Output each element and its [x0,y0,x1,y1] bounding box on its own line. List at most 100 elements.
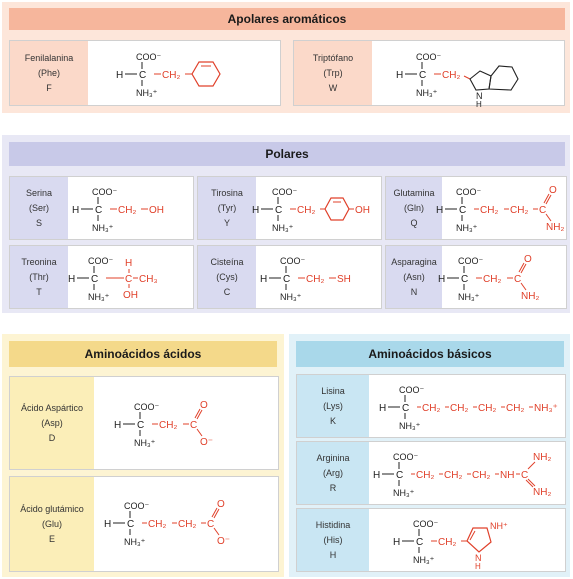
label-asp: Ácido Aspártico (Asp) D [10,377,94,469]
name-gln: Glutamina [393,187,435,198]
basic-header: Aminoácidos básicos [296,341,564,367]
label-his: Histidina (His) H [297,509,369,571]
c-glu: C [207,519,214,530]
amino-group: NH₃⁺ [88,292,110,302]
name-phe: Fenilalanina [24,52,74,63]
alpha-hydrogen: H [438,274,445,285]
alpha-carbon: C [459,205,466,216]
nh3-lys: NH₃⁺ [534,403,558,414]
phenol-ring-tyr [324,197,350,221]
polar-header: Polares [9,142,565,166]
nh2b-arg: NH₂ [533,487,551,498]
pyrrole-ring-trp [469,70,492,91]
amino-group: NH₃⁺ [136,88,158,98]
carboxylate: COO⁻ [280,256,306,266]
label-ser: Serina (Ser) S [10,177,68,239]
label-trp: Triptófano (Trp) W [294,41,372,105]
polar-title: Polares [265,147,309,161]
amino-group: NH₃⁺ [272,223,294,233]
nh2-gln: NH₂ [546,222,564,233]
h-thr: H [125,258,132,269]
code-tyr: Y [223,217,230,228]
h-trp: H [476,100,482,109]
code-ser: S [35,217,42,228]
name-arg: Arginina [316,452,350,463]
abbr-arg: (Arg) [323,467,343,478]
benzene-ring-phe [191,61,221,87]
alpha-carbon: C [396,470,403,481]
carboxylate: COO⁻ [456,187,482,197]
ch2d-lys: CH₂ [506,403,524,414]
ch2b-gln: CH₂ [510,205,528,216]
ch2b-lys: CH₂ [450,403,468,414]
amino-group: NH₃⁺ [458,292,480,302]
amino-group: NH₃⁺ [413,555,435,565]
alpha-carbon: C [283,274,290,285]
name-asn: Asparagina [391,256,437,267]
amino-group: NH₃⁺ [393,488,415,498]
c-gln: C [539,205,546,216]
name-his: Histidina [315,519,351,530]
h-his: H [475,562,481,571]
oh-tyr: OH [355,205,370,216]
alpha-hydrogen: H [116,70,123,81]
alpha-hydrogen: H [436,205,443,216]
code-gln: Q [410,217,418,228]
carboxylate: COO⁻ [88,256,114,266]
ch2-cys: CH₂ [306,274,324,285]
code-cys: C [223,286,231,297]
label-gln: Glutamina (Gln) Q [386,177,442,239]
nhplus-his: NH⁺ [490,521,508,531]
ch2c-lys: CH₂ [478,403,496,414]
o-gln: O [549,185,557,196]
ch2-asn: CH₂ [483,274,501,285]
code-trp: W [328,82,338,93]
ch2a-glu: CH₂ [148,519,166,530]
benzene-ring-trp [488,65,519,91]
n-his: N [475,553,482,563]
o-asp: O [200,400,208,411]
alpha-hydrogen: H [72,205,79,216]
ch2-ser: CH₂ [118,205,136,216]
backbone-thr: C H COO⁻ NH₃⁺ [68,256,114,302]
ch2-tyr: CH₂ [297,205,315,216]
amino-group: NH₃⁺ [92,223,114,233]
code-phe: F [46,82,52,93]
c-asp: C [190,420,197,431]
carboxylate: COO⁻ [399,385,425,395]
name-trp: Triptófano [312,52,354,63]
abbr-asn: (Asn) [403,271,425,282]
ominus-glu: O⁻ [217,536,230,547]
nh2-asn: NH₂ [521,291,539,302]
alpha-hydrogen: H [396,70,403,81]
ch3-thr: CH₃ [139,274,158,285]
o-glu: O [217,499,225,510]
ch2a-gln: CH₂ [480,205,498,216]
label-phe: Fenilalanina (Phe) F [10,41,88,105]
oh-thr: OH [123,290,138,301]
name-lys: Lisina [321,385,345,396]
alpha-hydrogen: H [68,274,75,285]
alpha-carbon: C [91,274,98,285]
c-asn: C [514,274,521,285]
carboxylate: COO⁻ [272,187,298,197]
